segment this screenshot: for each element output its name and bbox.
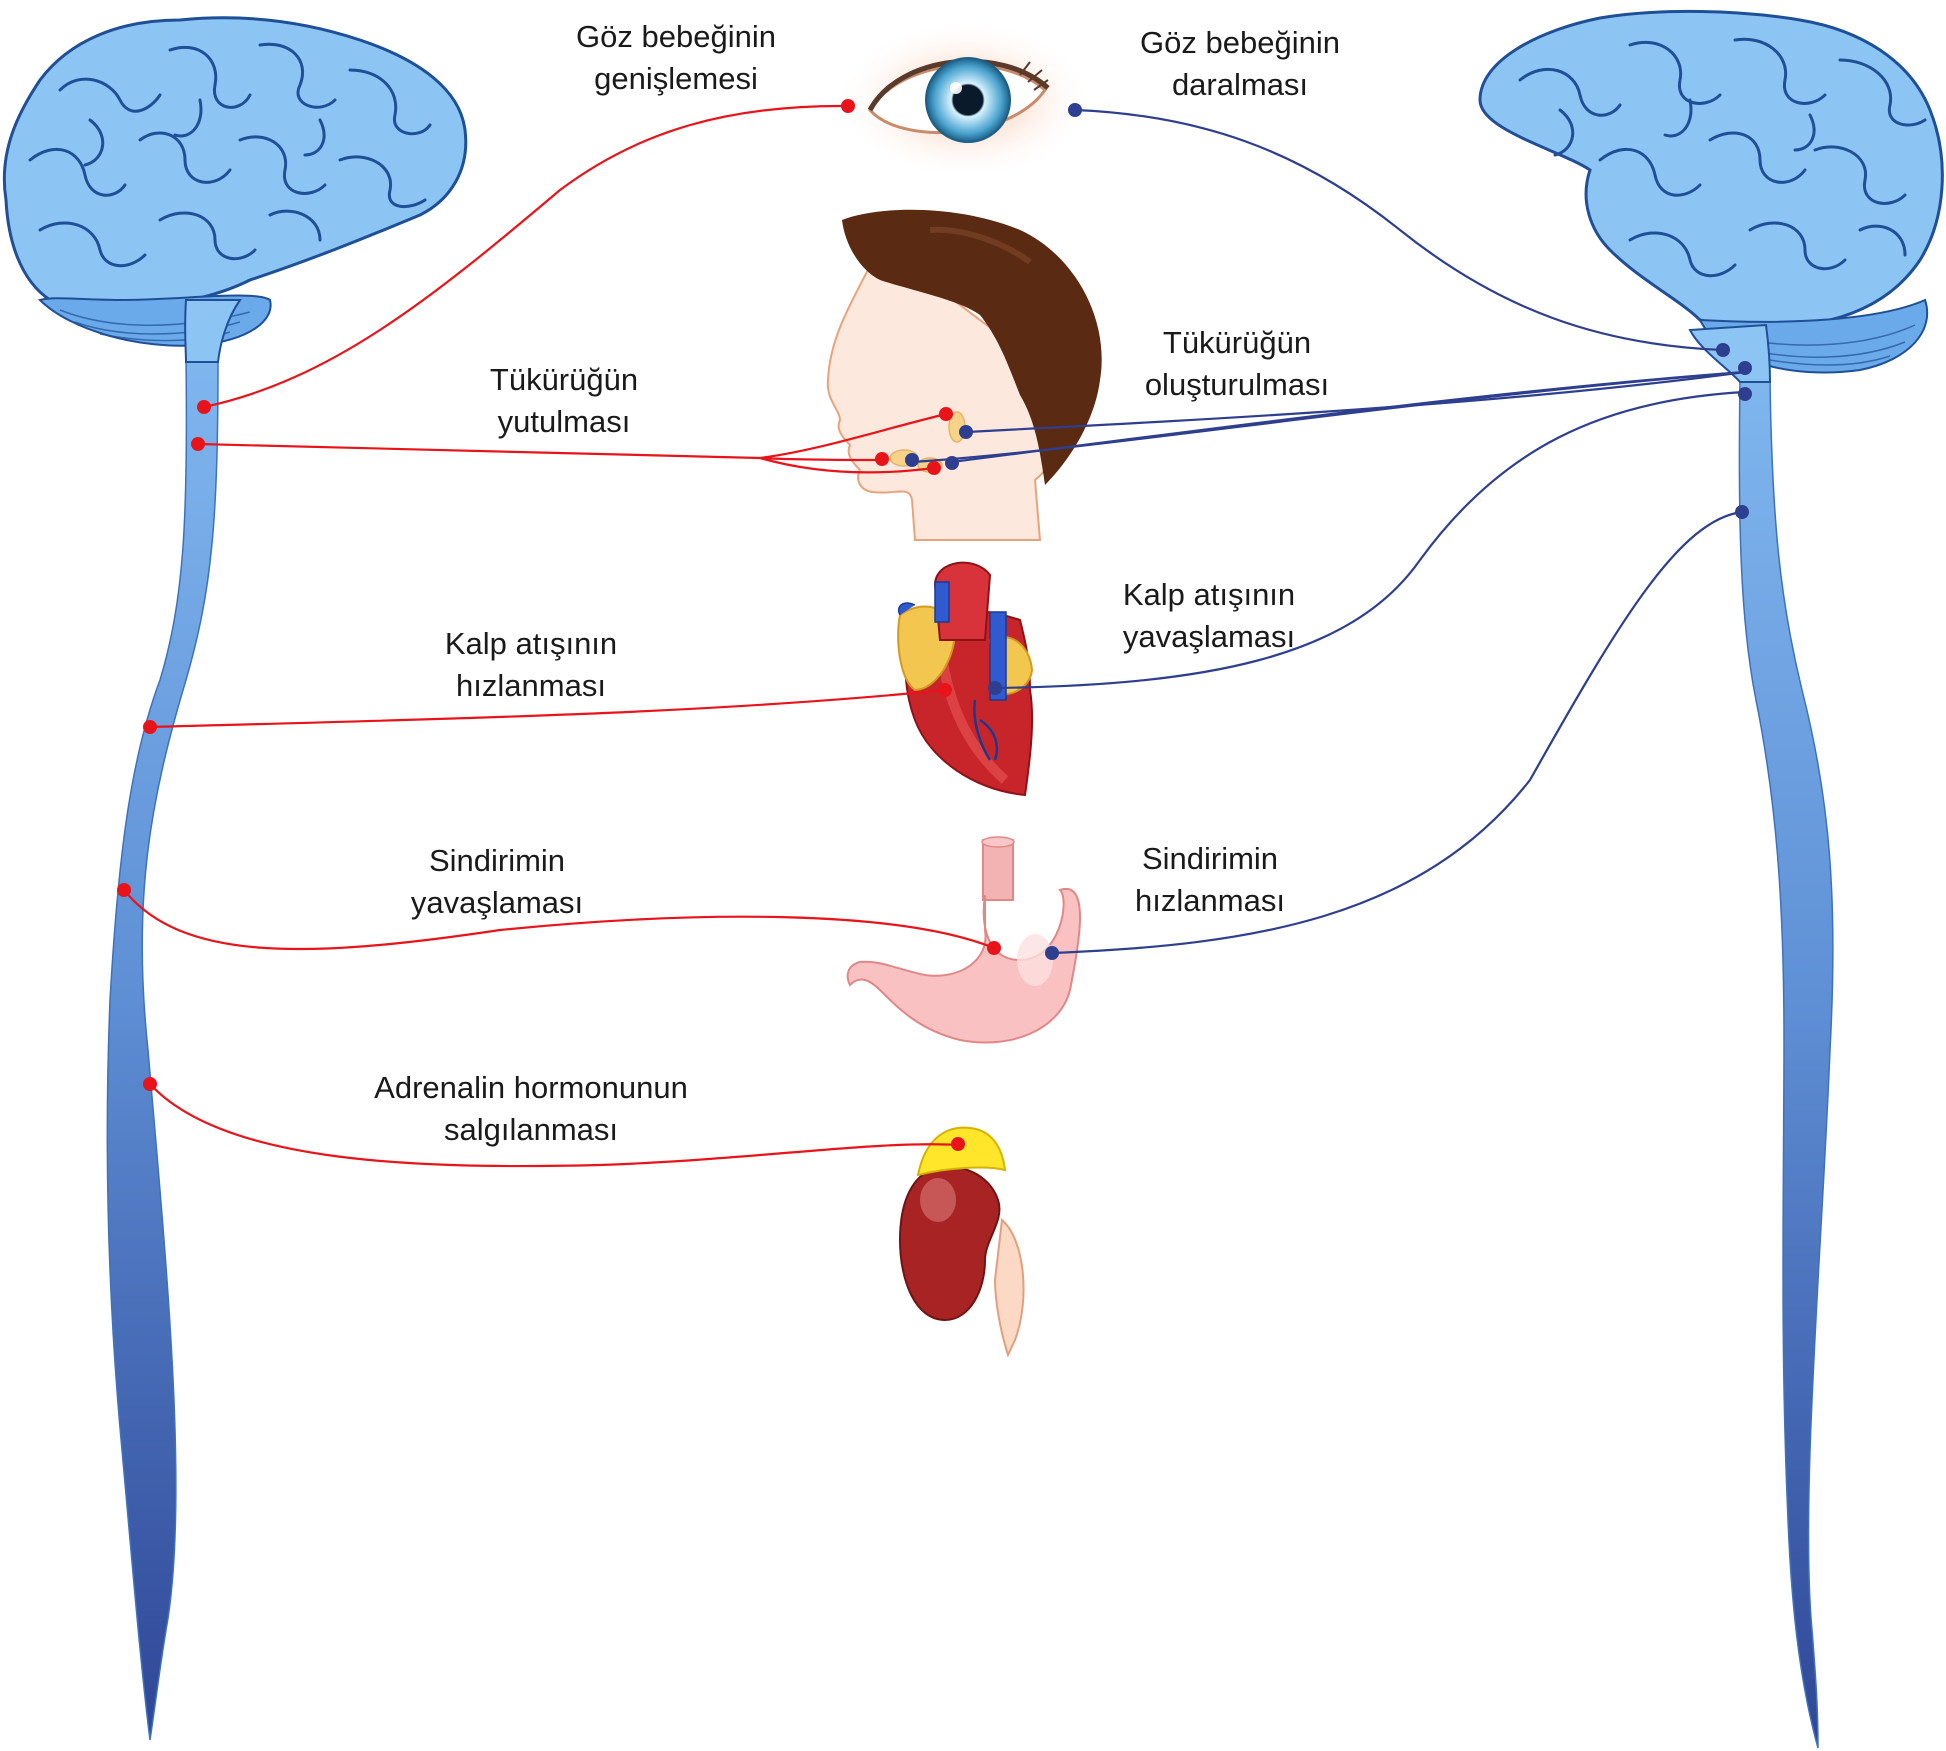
label-digestion-slowdown: Sindirimin yavaşlaması	[410, 843, 584, 920]
label-adrenaline: Adrenalin hormonunun salgılanması	[374, 1070, 688, 1147]
endpoint-dot	[1068, 103, 1082, 117]
endpoint-dot	[1716, 343, 1730, 357]
sympathetic-nerves	[123, 104, 995, 1168]
parasympathetic-nerves	[911, 108, 1746, 955]
heart-icon	[897, 561, 1034, 797]
left-brain-icon	[2, 16, 468, 363]
endpoint-dot	[1738, 387, 1752, 401]
kidney-adrenal-icon	[898, 1126, 1025, 1358]
label-pupil-dilation: Göz bebeğinin genişlemesi	[576, 19, 776, 96]
endpoint-dot	[875, 452, 889, 466]
label-saliva-production: Tükürüğün oluşturulması	[1144, 325, 1330, 402]
label-pupil-constriction: Göz bebeğinin daralması	[1140, 25, 1340, 102]
endpoint-dot	[1738, 361, 1752, 375]
label-heart-slowdown: Kalp atışının yavaşlaması	[1122, 577, 1296, 654]
endpoint-dot	[927, 461, 941, 475]
nerve-heart-slowdown	[994, 390, 1746, 690]
label-digestion-speedup: Sindirimin hızlanması	[1135, 841, 1285, 918]
endpoint-dot	[959, 425, 973, 439]
nerve-pupil-constriction	[1074, 108, 1724, 352]
endpoint-dot	[143, 1077, 157, 1091]
label-saliva-swallow: Tükürüğün yutulması	[489, 362, 639, 439]
endpoint-dot	[951, 1137, 965, 1151]
sympathetic-endpoints	[117, 99, 1001, 1151]
right-brain-icon	[1478, 9, 1944, 383]
endpoint-dot	[987, 941, 1001, 955]
endpoint-dot	[143, 720, 157, 734]
label-heart-speedup: Kalp atışının hızlanması	[444, 626, 618, 703]
nerve-adrenaline	[149, 1083, 959, 1168]
endpoint-dot	[905, 453, 919, 467]
parasympathetic-endpoints	[905, 103, 1752, 960]
nerve-saliva-swallow	[197, 442, 761, 460]
endpoint-dot	[939, 407, 953, 421]
endpoint-dot	[191, 437, 205, 451]
endpoint-dot	[1045, 946, 1059, 960]
head-profile-icon	[826, 209, 1102, 541]
endpoint-dot	[988, 681, 1002, 695]
nerve-digestion-speedup	[1051, 510, 1743, 955]
stomach-icon	[846, 836, 1081, 1044]
endpoint-dot	[938, 683, 952, 697]
eye-icon	[835, 20, 1095, 180]
endpoint-dot	[197, 400, 211, 414]
nerve-heart-speedup	[149, 688, 946, 729]
endpoint-dot	[117, 883, 131, 897]
right-spinal-cord	[1738, 379, 1834, 1749]
left-spinal-cord	[106, 359, 219, 1741]
endpoint-dot	[841, 99, 855, 113]
nerve-pupil-dilation	[203, 104, 849, 409]
nerve-saliva-production	[965, 370, 1746, 434]
nerve-digestion-slowdown	[123, 889, 995, 951]
endpoint-dot	[1735, 505, 1749, 519]
endpoint-dot	[945, 456, 959, 470]
